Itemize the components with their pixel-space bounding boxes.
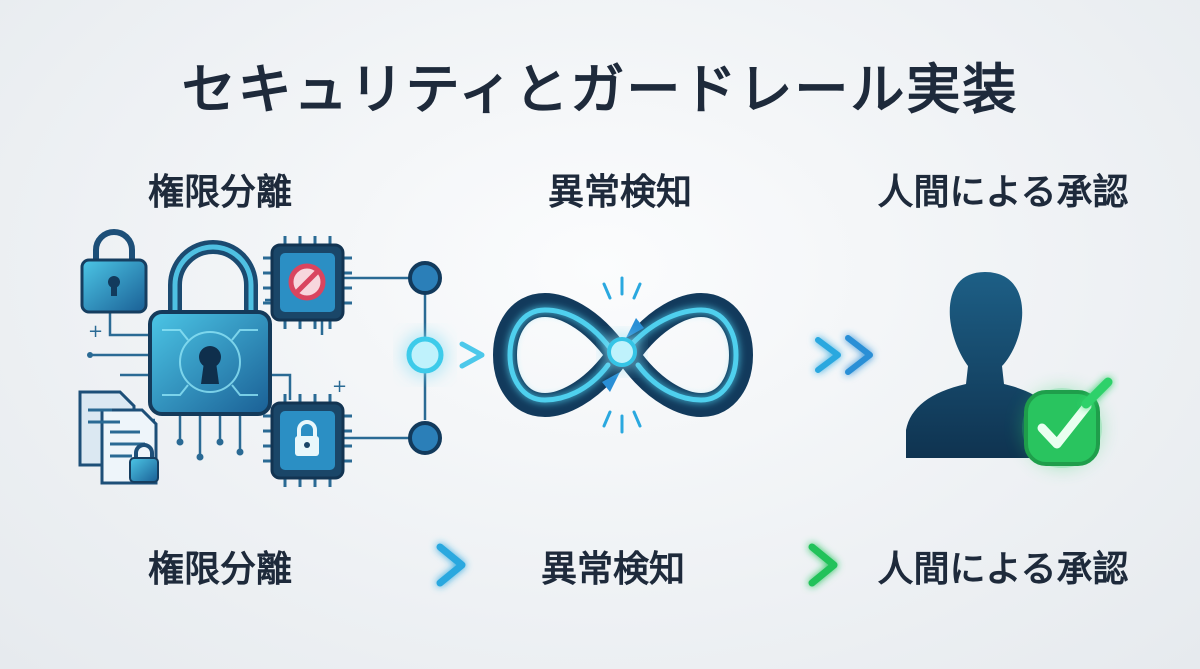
broken-infinity-loop-icon: [492, 276, 754, 434]
svg-text:+: +: [88, 321, 103, 342]
stage-label-separation: 権限分離: [147, 172, 292, 213]
stage-label-approval: 人間による承認: [877, 172, 1129, 213]
flow-label-approval: 人間による承認: [877, 549, 1129, 590]
page-title: セキュリティとガードレール実装: [181, 58, 1019, 121]
flow-label-separation: 権限分離: [147, 549, 292, 590]
stage-label-detection: 異常検知: [547, 172, 692, 213]
double-arrow-icon: [762, 335, 873, 375]
flow-label-detection: 異常検知: [540, 549, 685, 590]
flow-arrow-cyan: [381, 543, 466, 587]
flow-arrow-green: [756, 543, 838, 587]
svg-text:+: +: [332, 376, 347, 397]
security-circuit-lock-icon: + +: [78, 229, 485, 487]
person-approval-check-icon: [906, 272, 1113, 468]
